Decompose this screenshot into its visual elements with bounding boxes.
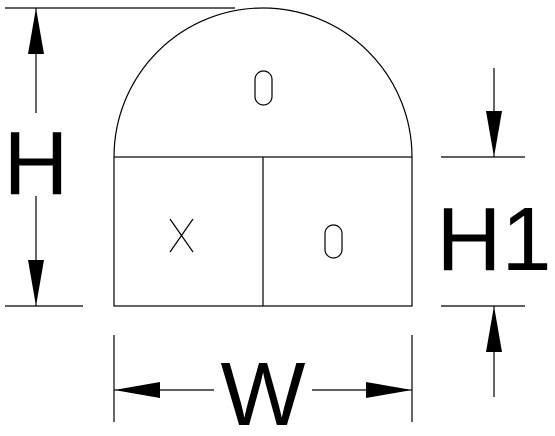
height-arrow-up [28, 8, 44, 54]
lower-height-arrow-up [486, 306, 502, 352]
lower-height-arrow-down [486, 111, 502, 157]
lower-height-dimension: H1 [436, 68, 552, 397]
cell-markers [169, 70, 343, 259]
lower-right-o-mark [324, 224, 343, 259]
shape-outline [113, 7, 413, 307]
height-dimension: H [4, 7, 235, 307]
lower-right-marker-text: O [333, 244, 334, 246]
width-dimension: W [113, 335, 413, 436]
lower-left-marker-text: X [181, 239, 182, 241]
cell-marker-text: O X O [181, 94, 334, 246]
width-label: W [221, 345, 306, 436]
dome-marker-text: O [263, 94, 264, 96]
lower-left-x-mark [169, 218, 194, 253]
width-arrow-left [114, 382, 160, 398]
dome-arc [113, 7, 413, 158]
lower-height-label: H1 [436, 190, 551, 290]
height-label: H [4, 114, 69, 214]
dome-o-mark [254, 70, 273, 106]
height-arrow-down [28, 260, 44, 306]
width-arrow-right [366, 382, 412, 398]
